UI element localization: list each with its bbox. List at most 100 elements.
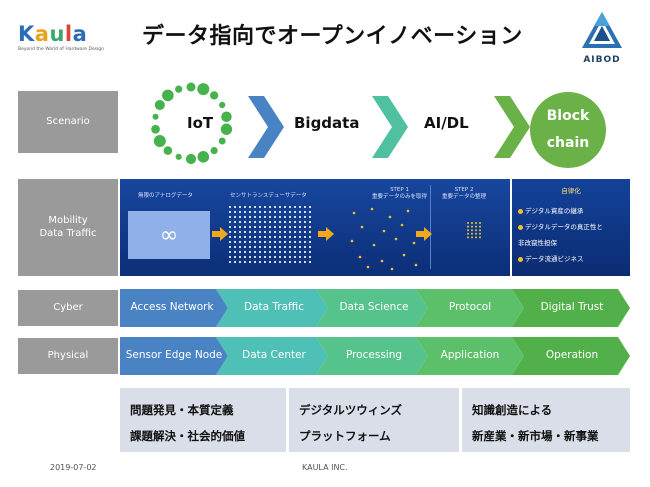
sensor-dot [228,235,232,239]
scatter-dot [394,237,398,241]
physical-band [120,337,630,375]
physical-operation: Operation [545,349,599,361]
iot-dot [175,153,182,160]
sensor-dot [293,255,297,259]
organized-dot [479,236,481,239]
step-divider [430,185,431,269]
organized-dot [475,229,477,232]
physical-data-center: Data Center [242,349,306,361]
organized-dot [471,229,473,232]
scatter-dot [400,223,404,227]
sensor-dot [248,210,252,214]
iot-dot [163,146,173,155]
sensor-dot [263,205,267,209]
cyber-protocol: Protocol [448,301,492,313]
sensor-dot [298,220,302,224]
sensor-dot [293,245,297,249]
organized-dot [471,225,473,228]
blockchain-line2: chain [546,135,590,151]
iot-dot [197,83,210,96]
sensor-dot [298,225,302,229]
iot-dot [153,135,166,147]
organized-dot-grid [467,222,481,239]
blockchain-circle: Block chain [530,92,606,168]
blockchain-line1: Block [546,108,590,125]
sensor-dot [273,210,277,214]
sensor-dot [293,240,297,244]
organized-dot [467,222,469,224]
sensor-dot [288,230,292,234]
sensor-dot [253,210,257,214]
sensor-dot [298,210,302,214]
sensor-dot [263,235,267,239]
autonomy-header: 自律化 [561,187,581,195]
analog-data-box: ∞ [128,211,210,259]
sensor-dot [308,260,312,264]
sensor-dot [293,250,297,254]
sensor-dot [238,220,242,224]
sensor-dot [308,215,312,219]
scatter-dot [372,243,376,247]
sensor-dot [253,250,257,254]
sensor-dot [293,225,297,229]
sensor-dot [253,220,257,224]
cyber-access-network: Access Network [130,301,214,313]
sensor-dot [273,215,277,219]
sensor-dot [283,240,287,244]
mobility-panel: 無限のアナログデータ ∞ センサトランスデューサデータ STEP 1 重要データ… [120,179,510,276]
bottom-box-line1: デジタルツウィンズ [299,403,403,417]
sensor-dot [273,230,277,234]
organized-dot [471,222,473,224]
scatter-dot [388,215,392,219]
bottom-box-line2: 課題解決・社会的価値 [130,429,245,443]
sensor-dot [253,205,257,209]
iot-dot [221,111,232,122]
sensor-dot [228,215,232,219]
sensor-dot [273,205,277,209]
sensor-dot [278,230,282,234]
sensor-dot [228,205,232,209]
scenario-iot: IoT [187,114,214,132]
sensor-dot [243,210,247,214]
step2-line1: STEP 2 [454,187,474,193]
sensor-dot [243,235,247,239]
sensor-dot [308,240,312,244]
sensor-dot [303,240,307,244]
organized-dot [479,229,481,232]
sensor-dot [308,220,312,224]
iot-dot [186,82,196,92]
sensor-dot [303,235,307,239]
chevron-icon-3 [494,96,530,158]
sensor-dot [233,205,237,209]
sensor-dot [288,220,292,224]
sensor-dot [228,225,232,229]
sensor-dot [243,220,247,224]
sensor-dot [258,260,262,264]
sensor-dot [253,255,257,259]
sensor-dot [283,235,287,239]
scatter-dot [366,265,370,269]
sensor-dot [228,210,232,214]
sensor-dot [228,255,232,259]
kaula-logo-word: Kaula [18,22,88,46]
sensor-dot [248,235,252,239]
bottom-box-line1: 問題発見・本質定義 [130,403,234,417]
sensor-dot [303,255,307,259]
iot-dot [210,147,218,155]
page-title: データ指向でオープンイノベーション [142,24,523,49]
sensor-dot [298,235,302,239]
sensor-dot [258,225,262,229]
scatter-dot [412,241,416,245]
sensor-dot [238,235,242,239]
bottom-box-line1: 知識創造による [472,403,553,417]
sensor-dot [263,245,267,249]
chevron-icon-2 [372,96,408,158]
iot-dot [162,89,174,102]
bottom-box-knowledge: 知識創造による 新産業・新市場・新事業 [462,388,630,452]
sensor-dot [298,250,302,254]
iot-dot [220,123,233,135]
sensor-dot [278,245,282,249]
organized-dot [471,236,473,239]
sensor-dot [248,225,252,229]
bottom-box-problem: 問題発見・本質定義 課題解決・社会的価値 [120,388,286,452]
